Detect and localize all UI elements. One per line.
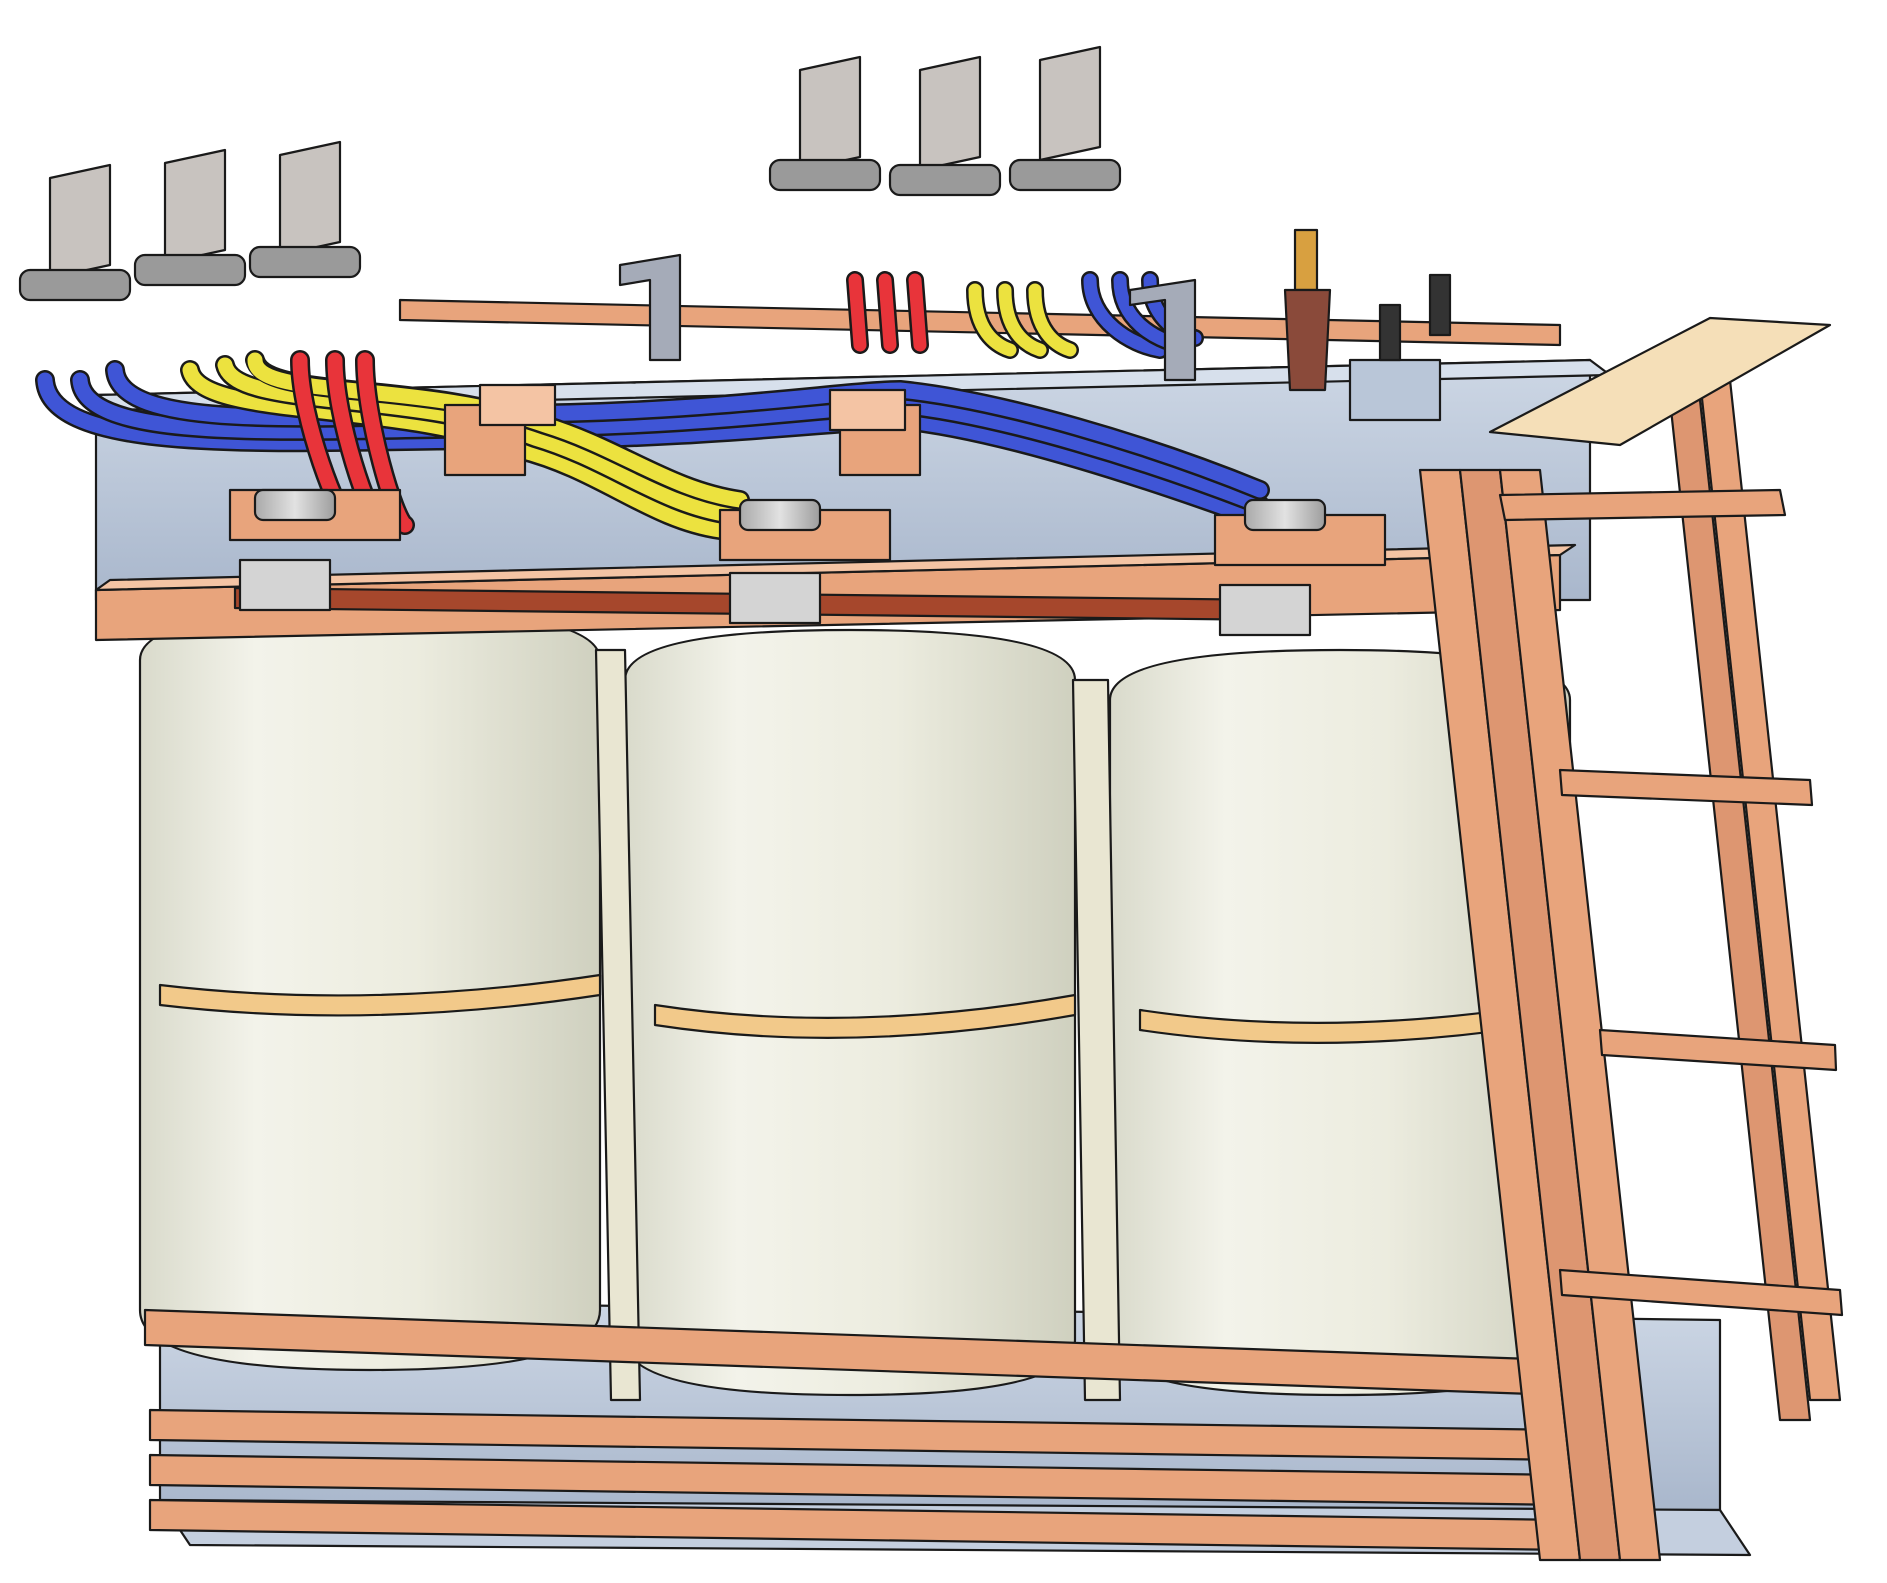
connection-busbar bbox=[233, 558, 1312, 637]
coil-1 bbox=[138, 608, 602, 1372]
hv-terminal-3 bbox=[1008, 45, 1122, 192]
side-frame bbox=[1418, 378, 1844, 1562]
terminal-board bbox=[1488, 316, 1832, 447]
top-brackets bbox=[618, 253, 1197, 382]
hv-terminal-1 bbox=[768, 55, 882, 192]
coils bbox=[138, 608, 1572, 1402]
bushing-assembly bbox=[1283, 228, 1452, 422]
high-voltage-terminals bbox=[768, 45, 1122, 197]
cable-blue-left bbox=[35, 360, 1270, 530]
low-voltage-terminals bbox=[18, 140, 362, 302]
lv-terminal-1 bbox=[18, 163, 132, 302]
cable-yellow-right bbox=[966, 281, 1079, 359]
lv-terminal-3 bbox=[248, 140, 362, 279]
lv-terminal-2 bbox=[133, 148, 247, 287]
cable-red-right bbox=[846, 271, 929, 354]
coil-2 bbox=[623, 628, 1077, 1397]
hv-terminal-2 bbox=[888, 55, 1002, 197]
cable-lug-clamps bbox=[253, 488, 1327, 532]
